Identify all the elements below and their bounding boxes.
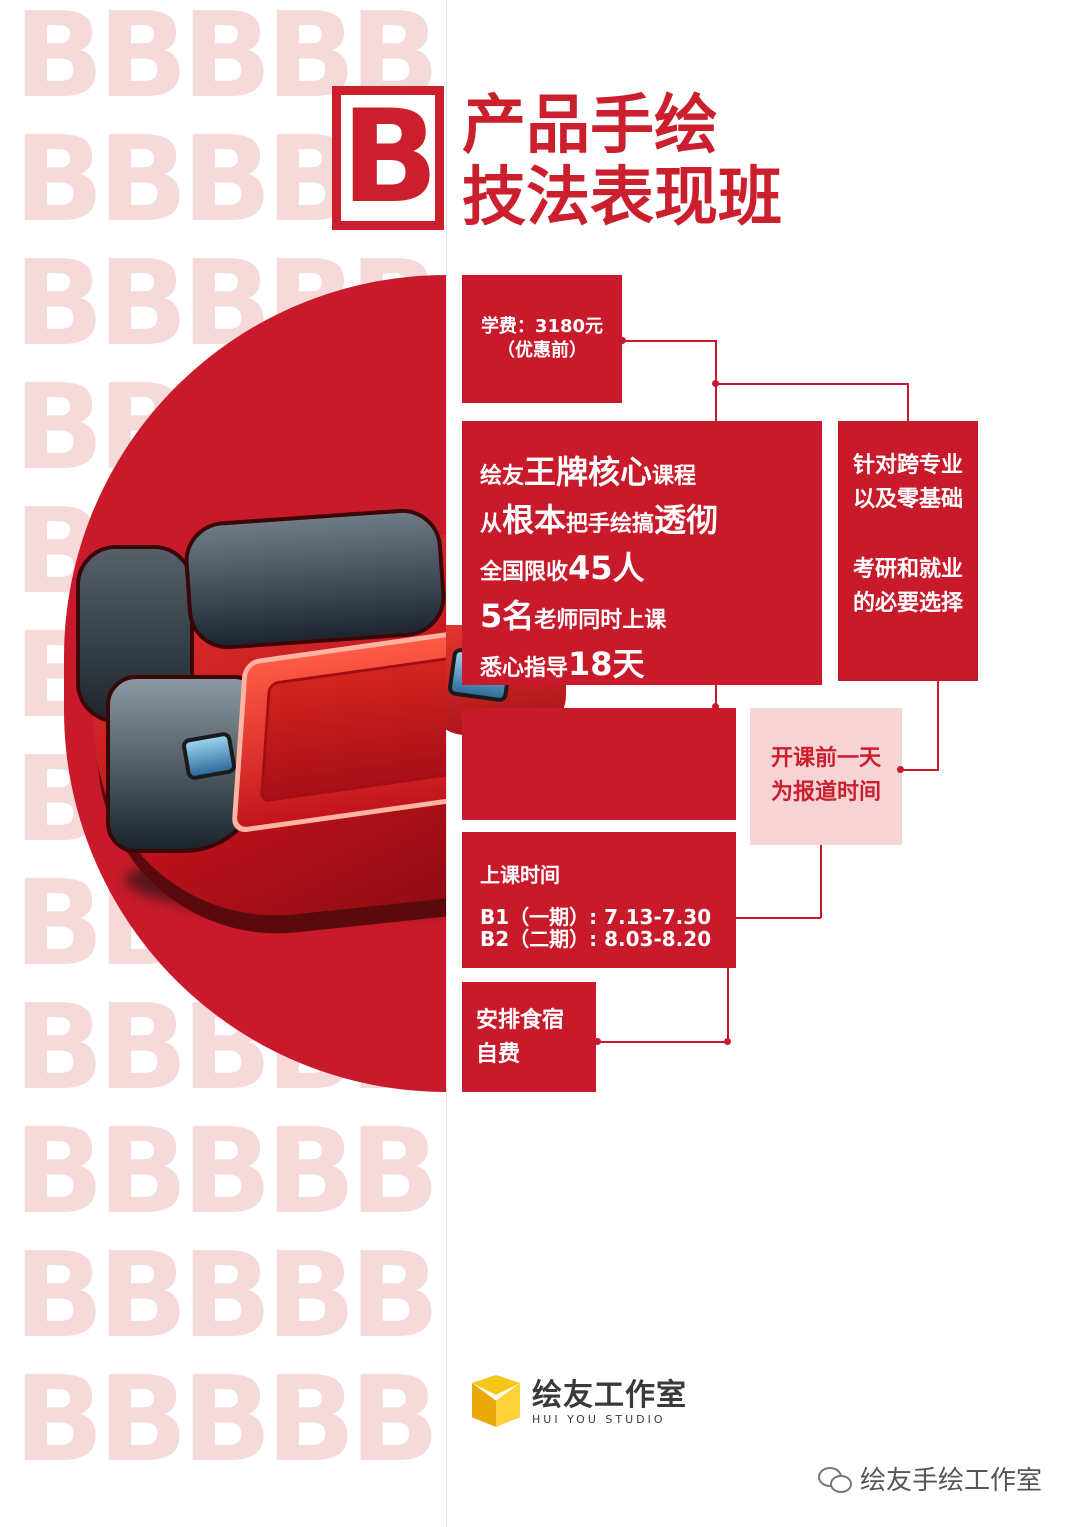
wechat-icon — [818, 1465, 852, 1493]
connector-line — [596, 1041, 728, 1043]
title-line-1: 产品手绘 — [462, 89, 718, 163]
connector-line — [727, 967, 729, 1043]
decorative-red-block — [462, 708, 736, 820]
target-line-2: 以及零基础 — [852, 487, 963, 512]
connector-line — [716, 383, 908, 385]
spacer — [480, 888, 736, 906]
lodging-box: 安排食宿 自费 — [462, 982, 596, 1092]
car-sketch-illustration — [66, 505, 446, 980]
core-line-3: 全国限收45人 — [480, 549, 645, 587]
target-line-3: 考研和就业 — [852, 557, 963, 582]
spacer — [838, 517, 978, 553]
car-tray — [231, 625, 446, 835]
target-audience-box: 针对跨专业 以及零基础 考研和就业 的必要选择 — [838, 421, 978, 681]
tuition-price: 学费：3180元 — [480, 316, 604, 337]
connector-dot — [712, 703, 719, 710]
schedule-b1: B1（一期）: 7.13-7.30 — [480, 905, 712, 929]
logo-name-en: HUI YOU STUDIO — [532, 1413, 666, 1426]
logo-text: 绘友工作室 HUI YOU STUDIO — [532, 1379, 687, 1427]
check-in-box: 开课前一天 为报道时间 — [750, 708, 902, 845]
check-in-line-2: 为报道时间 — [770, 780, 881, 805]
connector-dot — [619, 337, 626, 344]
course-badge: B — [332, 86, 444, 230]
schedule-box: 上课时间 B1（一期）: 7.13-7.30 B2（二期）: 8.03-8.20 — [462, 832, 736, 968]
connector-line — [937, 680, 939, 771]
lodging-line-2: 自费 — [476, 1042, 521, 1067]
connector-dot — [897, 766, 904, 773]
core-course-box: 绘友王牌核心课程 从根本把手绘搞透彻 全国限收45人 5名老师同时上课 悉心指导… — [462, 421, 822, 685]
check-in-line-1: 开课前一天 — [770, 746, 881, 771]
target-line-1: 针对跨专业 — [852, 453, 963, 478]
background-letter-row: BBBBB — [14, 1102, 440, 1240]
target-line-4: 的必要选择 — [852, 591, 963, 616]
background-letter-row: BBBBB — [14, 1226, 440, 1364]
connector-line — [820, 844, 822, 918]
title-line-2: 技法表现班 — [462, 161, 782, 235]
page-title: 产品手绘 技法表现班 — [462, 90, 782, 234]
connector-dot — [712, 380, 719, 387]
connector-line — [900, 769, 938, 771]
connector-line — [618, 340, 716, 342]
logo-name-cn: 绘友工作室 — [532, 1378, 687, 1413]
core-line-5: 悉心指导18天 — [480, 645, 645, 683]
center-divider — [446, 0, 447, 1527]
connector-line — [907, 383, 909, 421]
studio-logo: 绘友工作室 HUI YOU STUDIO — [468, 1375, 687, 1431]
tuition-box: 学费：3180元 （优惠前） — [462, 275, 622, 403]
schedule-b2: B2（二期）: 8.03-8.20 — [480, 927, 712, 951]
core-line-4: 5名老师同时上课 — [480, 597, 667, 635]
wechat-watermark: 绘友手绘工作室 — [818, 1460, 1042, 1497]
connector-dot — [724, 1038, 731, 1045]
cube-logo-icon — [468, 1375, 524, 1431]
tuition-note: （优惠前） — [497, 340, 587, 361]
car-tray-inner — [259, 655, 446, 803]
lodging-line-1: 安排食宿 — [476, 1008, 565, 1033]
car-canopy — [181, 506, 446, 652]
connector-dot — [594, 1038, 601, 1045]
bubble — [830, 1474, 852, 1493]
watermark-text: 绘友手绘工作室 — [860, 1466, 1043, 1496]
core-line-1: 绘友王牌核心课程 — [480, 453, 697, 491]
connector-line — [715, 684, 717, 710]
course-badge-letter: B — [341, 83, 439, 232]
car-lamp-icon — [180, 730, 238, 782]
core-line-2: 从根本把手绘搞透彻 — [480, 501, 719, 539]
schedule-heading: 上课时间 — [480, 863, 560, 887]
connector-line — [735, 917, 821, 919]
background-letter-row: BBBBB — [14, 1350, 440, 1488]
